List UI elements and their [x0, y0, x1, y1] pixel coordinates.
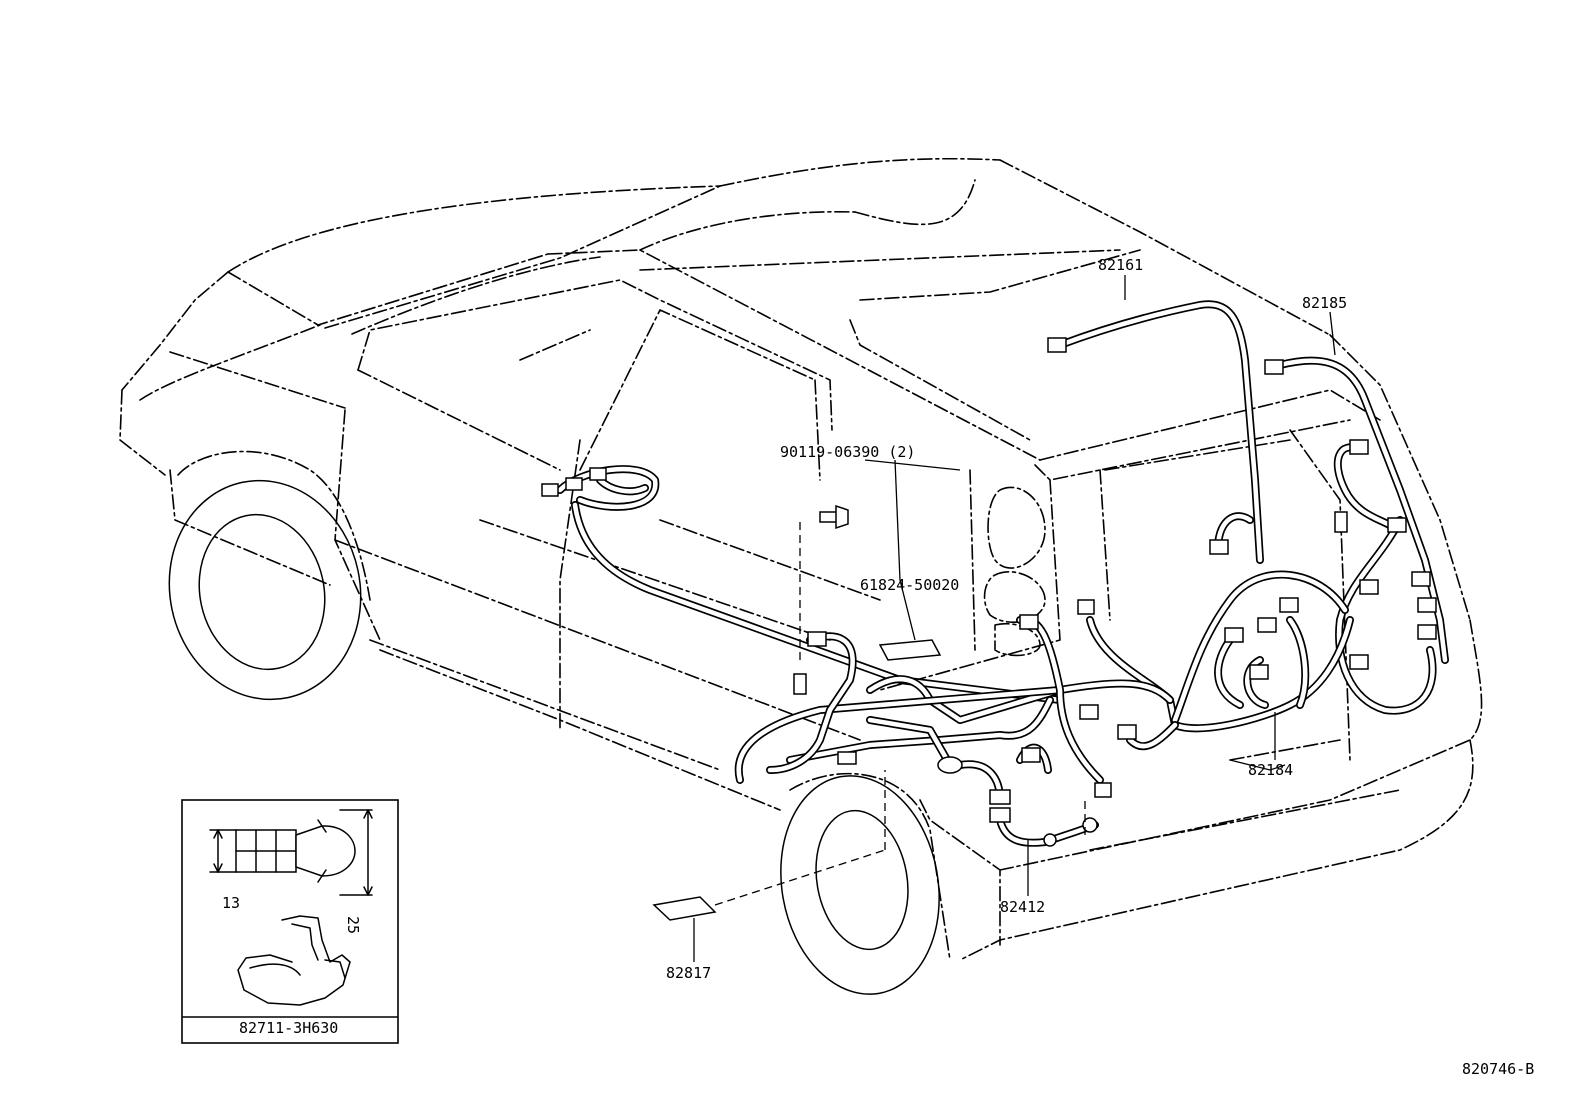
- wire-harness-front-door: [556, 465, 660, 511]
- connectors: [541, 337, 1437, 823]
- callout-82161: 82161: [1098, 256, 1143, 274]
- inset-detail-82711-3H630: 13 25 82711-3H630: [181, 799, 399, 1044]
- vehicle-body-outline: [119, 157, 1483, 995]
- bolt-part: [819, 504, 849, 530]
- wire-harness-main-floor: [571, 501, 1174, 804]
- figure-code: 820746-B: [1462, 1060, 1534, 1078]
- inset-dim-25: 25: [344, 916, 362, 934]
- callout-90119-06390: 90119-06390 (2): [780, 443, 915, 461]
- wire-harness-82184: [1086, 570, 1354, 751]
- callout-61824-50020: 61824-50020: [860, 576, 959, 594]
- inset-dim-13: 13: [222, 894, 240, 912]
- leader-lines: [693, 275, 1336, 962]
- wire-harness-82412: [996, 816, 1099, 847]
- clip-part: [878, 639, 942, 661]
- callout-82185: 82185: [1302, 294, 1347, 312]
- wire-harness-82185: [1276, 356, 1449, 715]
- pad-part: [652, 896, 717, 921]
- inset-part-number: 82711-3H630: [239, 1019, 338, 1037]
- callout-82412: 82412: [1000, 898, 1045, 916]
- wire-harness-82161: [1056, 300, 1264, 564]
- callout-82817: 82817: [666, 964, 711, 982]
- callout-82184: 82184: [1248, 761, 1293, 779]
